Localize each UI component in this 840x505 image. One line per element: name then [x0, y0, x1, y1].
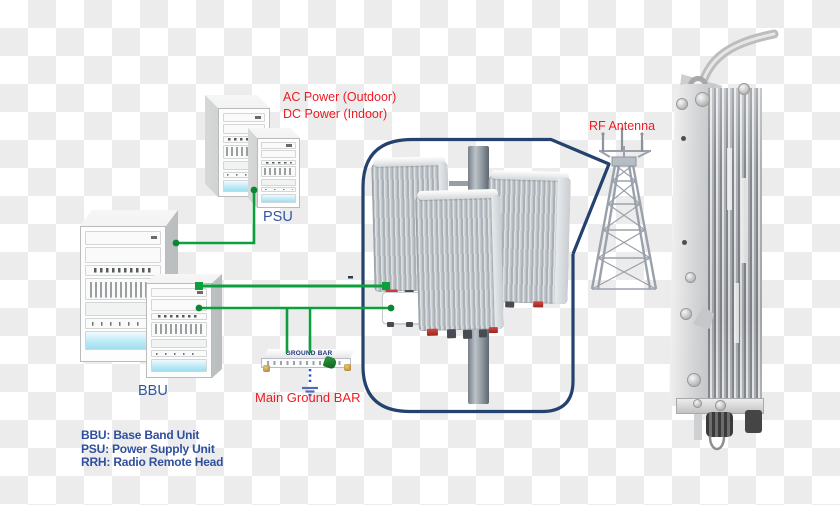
cabinet-top-face: [205, 95, 270, 108]
cyan-panel: [261, 193, 296, 204]
bolt-icon: [687, 373, 701, 387]
rf-antenna-tower: [590, 127, 658, 290]
bolt-icon: [685, 272, 696, 283]
cabinet-side-face: [205, 95, 218, 197]
bolt-icon: [738, 83, 750, 95]
psu-to-bbu-line: [176, 190, 256, 245]
card-slot-row: [151, 312, 207, 320]
cabinet-front-face: [146, 283, 212, 378]
rf-connector: [478, 329, 488, 338]
rf-connector: [505, 301, 515, 308]
legend: BBU: Base Band Unit PSU: Power Supply Un…: [81, 428, 224, 470]
ground-bar-top: GROUND BAR: [262, 349, 356, 358]
screw-hole-icon: [682, 240, 687, 245]
cabinet-side-face: [248, 128, 257, 208]
power-note: AC Power (Outdoor) DC Power (Indoor): [283, 89, 396, 123]
ground-bar-front: [261, 358, 351, 368]
connector-fin-row: [85, 277, 161, 301]
cabinet-side-face: [212, 274, 222, 378]
vent-row: [261, 142, 296, 149]
legend-line-rrh: RRH: Radio Remote Head: [81, 455, 224, 469]
rf-antenna-label: RF Antenna: [589, 119, 656, 133]
blank-panel: [151, 338, 207, 349]
ground-bar-bolt: [344, 364, 351, 371]
vent-row: [223, 113, 265, 122]
rf-connector: [462, 329, 473, 339]
photo-body-fins: [708, 88, 762, 406]
main-ground-bar-label: Main Ground BAR: [255, 390, 361, 405]
junction-box-foot: [387, 322, 394, 327]
fin-slot-light: [727, 148, 732, 210]
bolt-icon: [695, 92, 710, 107]
rrh-product-photo: [666, 28, 781, 453]
blank-panel: [151, 299, 207, 311]
legend-line-psu: PSU: Power Supply Unit: [81, 441, 215, 456]
bbu-front-cabinet: [146, 274, 222, 378]
tick-row: [261, 187, 296, 193]
handle-knob: [197, 291, 203, 295]
cabinet-front-face: [257, 138, 300, 208]
power-note-line1: AC Power (Outdoor): [283, 90, 397, 104]
connector-fin-row: [261, 166, 296, 178]
bolt-icon: [715, 400, 726, 411]
blank-panel: [85, 246, 161, 264]
card-slot-row: [261, 159, 296, 165]
side-rail: [694, 414, 702, 440]
legend-line-bbu: BBU: Base Band Unit: [81, 428, 200, 442]
cabinet-top-face: [146, 274, 222, 283]
rrh-top-cap: [416, 188, 499, 201]
junction-box-foot: [406, 322, 413, 327]
handle-knob: [286, 144, 292, 148]
rrh-frame-edge: [554, 177, 571, 305]
connector-fin-row: [151, 321, 207, 337]
bolt-icon: [693, 399, 702, 408]
bbu-label: BBU: [138, 383, 168, 399]
bolt-icon: [676, 98, 688, 110]
psu-label: PSU: [263, 209, 293, 225]
rrh-top-cap: [372, 156, 446, 167]
vent-row: [85, 231, 161, 245]
cyan-panel: [151, 359, 207, 373]
power-note-line2: DC Power (Indoor): [283, 107, 388, 121]
connector-knob: [706, 412, 733, 437]
cabinet-front-face: [218, 108, 270, 197]
rf-connector-red: [533, 301, 544, 308]
stray-mark: [348, 276, 353, 279]
blank-panel: [261, 150, 296, 159]
vent-row: [151, 288, 207, 298]
ground-bar-bolt: [263, 365, 270, 372]
blank-panel: [261, 178, 296, 186]
card-slot-row: [85, 265, 161, 276]
connector-right: [745, 410, 762, 433]
handle-knob: [151, 235, 157, 239]
psu-rear-cabinet: [205, 95, 270, 197]
rf-connector: [446, 329, 457, 339]
psu-front-cabinet: [248, 128, 300, 208]
ground-bar-holes: [267, 361, 345, 365]
bolt-icon: [680, 308, 692, 320]
rf-connector-red: [426, 328, 439, 336]
cabinet-top-face: [248, 128, 300, 138]
screw-hole-icon: [681, 136, 686, 141]
fin-slot-light: [734, 283, 739, 343]
rf-connector-red: [488, 326, 498, 334]
tick-row: [151, 350, 207, 358]
handle-knob: [255, 116, 261, 120]
cabinet-top-face: [80, 210, 178, 226]
rrh-center: [415, 188, 504, 339]
fin-slot-light: [741, 178, 746, 263]
